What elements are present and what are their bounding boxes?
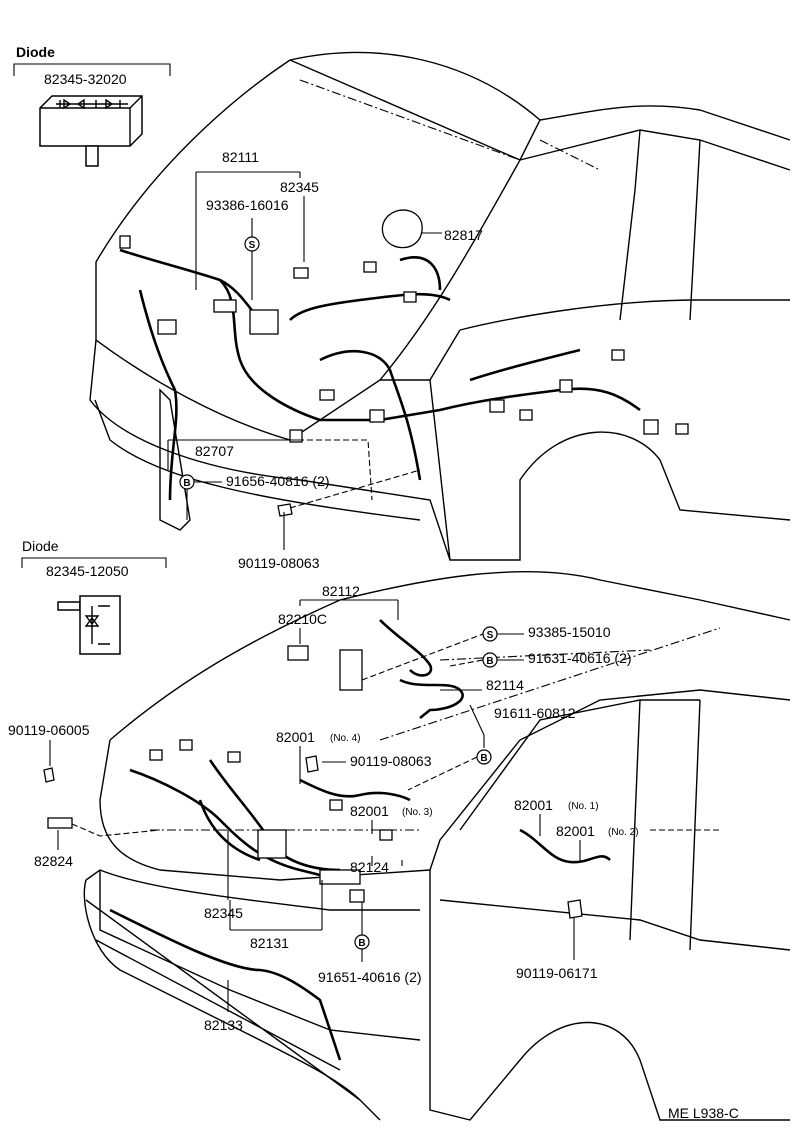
label-82111: 82111 xyxy=(222,149,259,165)
upper-diode-bracket xyxy=(13,63,171,76)
label-90119-06005: 90119-06005 xyxy=(8,722,90,738)
svg-text:S: S xyxy=(249,240,256,251)
lower-view: Diode 82345-12050 xyxy=(8,538,791,1121)
label-91656-40816: 91656-40816 (2) xyxy=(226,473,330,489)
label-no3: (No. 3) xyxy=(402,807,433,818)
b-symbol-lower-3: B xyxy=(354,934,370,950)
b-symbol-lower-1: B xyxy=(482,652,498,668)
lower-car-body xyxy=(83,571,791,1121)
lower-diode-inset: Diode 82345-12050 xyxy=(21,538,167,655)
lower-diode-title: Diode xyxy=(22,538,59,554)
label-82707: 82707 xyxy=(195,443,234,459)
upper-callouts: 82111 82345 93386-16016 S 82817 82707 B … xyxy=(167,149,483,571)
label-90119-08063-lower: 90119-08063 xyxy=(350,753,432,769)
label-82114: 82114 xyxy=(486,677,524,693)
label-90119-08063-upper: 90119-08063 xyxy=(238,555,320,571)
label-82001-no4: 82001 xyxy=(276,729,315,745)
label-82817: 82817 xyxy=(444,227,483,243)
label-no4: (No. 4) xyxy=(330,733,361,744)
label-82001-no1: 82001 xyxy=(514,797,553,813)
b-symbol-upper: B xyxy=(179,474,195,490)
label-93386-16016: 93386-16016 xyxy=(206,197,289,213)
label-82124: 82124 xyxy=(350,859,389,875)
svg-text:B: B xyxy=(486,656,493,667)
label-82345-upper: 82345 xyxy=(280,179,319,195)
svg-text:B: B xyxy=(183,478,190,489)
label-91611-60812: 91611-60812 xyxy=(494,705,576,721)
label-82824: 82824 xyxy=(34,853,73,869)
upper-diode-part-number: 82345-32020 xyxy=(44,71,127,87)
svg-text:B: B xyxy=(480,753,487,764)
upper-diode-inset: Diode 82345-32020 xyxy=(13,44,171,167)
s-symbol-lower: S xyxy=(482,626,498,642)
s-symbol-upper: S xyxy=(244,236,260,252)
label-82210c: 82210C xyxy=(278,611,327,627)
lower-diode-icon xyxy=(57,595,121,655)
lower-harness xyxy=(43,619,611,1061)
lower-callouts: 82112 82210C S 93385-15010 B 91631-40616… xyxy=(8,583,720,1033)
label-82131: 82131 xyxy=(250,935,289,951)
label-91651-40616: 91651-40616 (2) xyxy=(318,969,422,985)
label-no1: (No. 1) xyxy=(568,801,599,812)
upper-diode-icon xyxy=(39,95,143,167)
label-82001-no3: 82001 xyxy=(350,803,389,819)
figure-code: ME L938-C xyxy=(668,1105,739,1121)
label-93385-15010: 93385-15010 xyxy=(528,624,611,640)
label-82345-lower: 82345 xyxy=(204,905,243,921)
label-82133: 82133 xyxy=(204,1017,243,1033)
upper-car-body xyxy=(89,51,791,561)
lower-diode-part-number: 82345-12050 xyxy=(46,563,129,579)
svg-text:B: B xyxy=(358,938,365,949)
upper-harness xyxy=(119,209,689,531)
label-82001-no2: 82001 xyxy=(556,823,595,839)
upper-view: Diode 82345-32020 xyxy=(13,44,791,571)
upper-diode-title: Diode xyxy=(16,44,55,60)
label-91631-40616: 91631-40616 (2) xyxy=(528,650,632,666)
b-symbol-lower-2: B xyxy=(476,749,492,765)
svg-text:S: S xyxy=(487,630,494,641)
label-82112: 82112 xyxy=(322,583,360,599)
label-no2: (No. 2) xyxy=(608,827,639,838)
label-90119-06171: 90119-06171 xyxy=(516,965,598,981)
